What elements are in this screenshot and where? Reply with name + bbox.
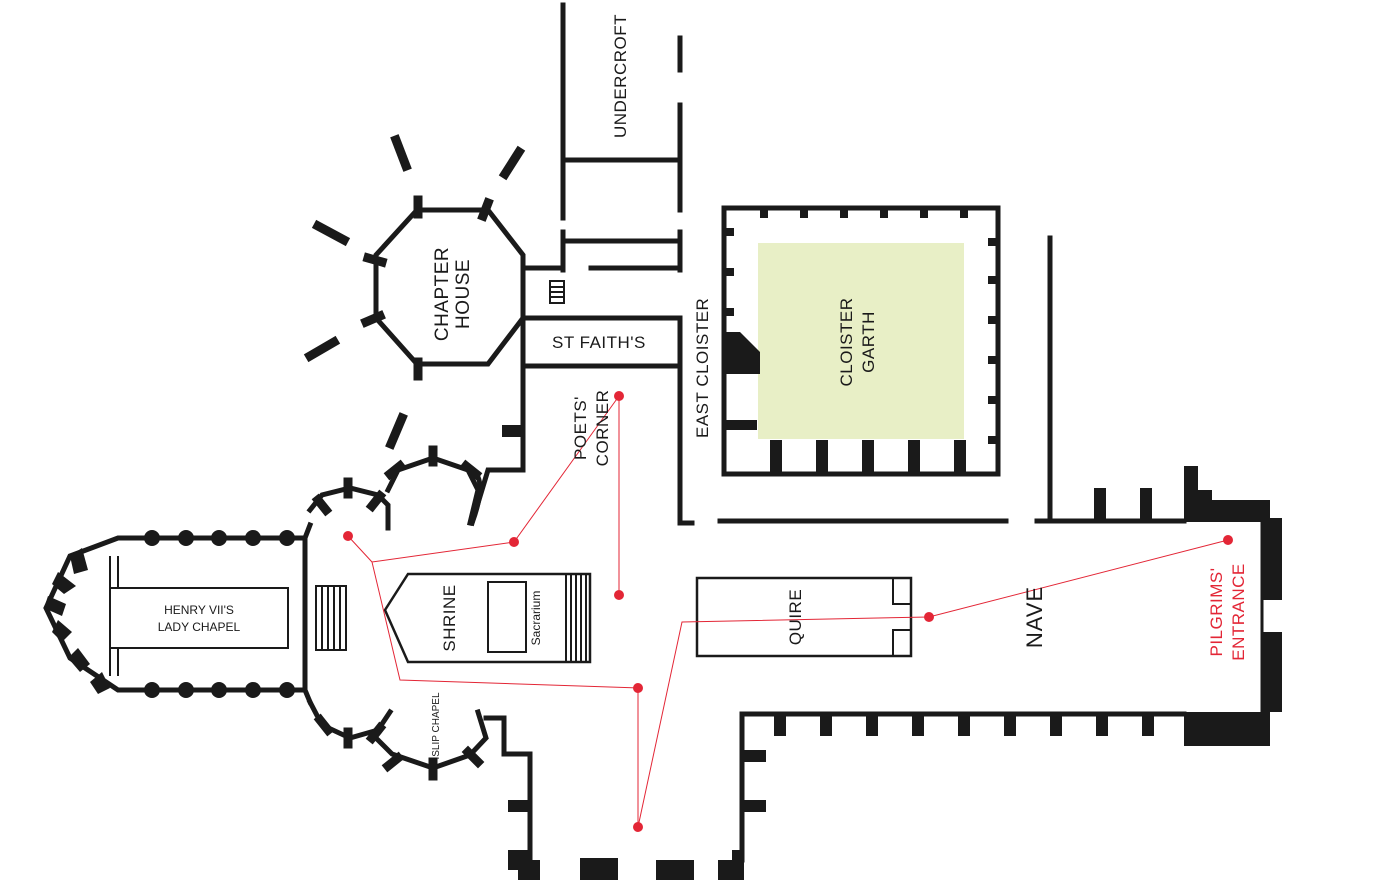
cloister [721, 205, 1001, 477]
pilgrim-route [343, 391, 1233, 832]
undercroft-walls [560, 2, 683, 273]
svg-text:LADY CHAPEL: LADY CHAPEL [158, 620, 241, 634]
route-stop-south-transept[interactable] [614, 590, 624, 600]
label-nave: NAVE [1022, 586, 1047, 648]
shrine [383, 572, 592, 664]
label-lady-chapel: HENRY VII'S LADY CHAPEL [158, 603, 241, 634]
label-shrine: SHRINE [440, 584, 459, 651]
north-transept-walls [508, 711, 1187, 880]
svg-text:ENTRANCE: ENTRANCE [1229, 563, 1248, 661]
lady-chapel-label-box [109, 587, 289, 649]
label-chapter-house: CHAPTER HOUSE [432, 247, 474, 341]
route-stop-lady-chapel[interactable] [343, 531, 353, 541]
route-stop-crossing[interactable] [633, 683, 643, 693]
label-quire: QUIRE [786, 589, 805, 645]
cloister-garth-lawn [758, 243, 964, 439]
svg-text:CLOISTER: CLOISTER [837, 297, 856, 386]
vestibule-stair-icon [549, 280, 565, 304]
label-sacrarium: Sacrarium [529, 591, 543, 646]
label-islip-chapel: ISLIP CHAPEL [431, 692, 442, 760]
quire [695, 576, 913, 658]
lady-chapel-walls [43, 521, 347, 706]
svg-text:PILGRIMS': PILGRIMS' [1207, 568, 1226, 657]
svg-text:POETS': POETS' [571, 396, 590, 460]
svg-text:CORNER: CORNER [593, 390, 612, 467]
label-st-faiths: ST FAITH'S [552, 333, 646, 352]
st-faiths-chapel [502, 315, 695, 526]
nave-walls [717, 235, 1282, 746]
label-pilgrims-entrance: PILGRIMS' ENTRANCE [1207, 563, 1248, 661]
route-stop-quire[interactable] [924, 612, 934, 622]
svg-text:GARTH: GARTH [859, 311, 878, 373]
svg-text:CHAPTER: CHAPTER [432, 247, 453, 341]
svg-text:HENRY VII'S: HENRY VII'S [164, 603, 234, 617]
route-stop-south-chapel[interactable] [509, 537, 519, 547]
label-poets-corner: POETS' CORNER [571, 390, 612, 467]
route-stop-pilgrims-entrance[interactable] [1223, 535, 1233, 545]
lady-chapel-steps-icon [315, 585, 347, 651]
chapter-house [303, 134, 566, 450]
label-east-cloister: EAST CLOISTER [693, 298, 712, 438]
label-cloister-garth: CLOISTER GARTH [837, 297, 878, 386]
svg-text:HOUSE: HOUSE [453, 259, 474, 329]
islip-chapel-walls [306, 698, 533, 863]
route-stop-north-transept[interactable] [633, 822, 643, 832]
label-undercroft: UNDERCROFT [611, 14, 630, 138]
route-stop-poets-corner[interactable] [614, 391, 624, 401]
south-transept-walls [306, 445, 526, 531]
